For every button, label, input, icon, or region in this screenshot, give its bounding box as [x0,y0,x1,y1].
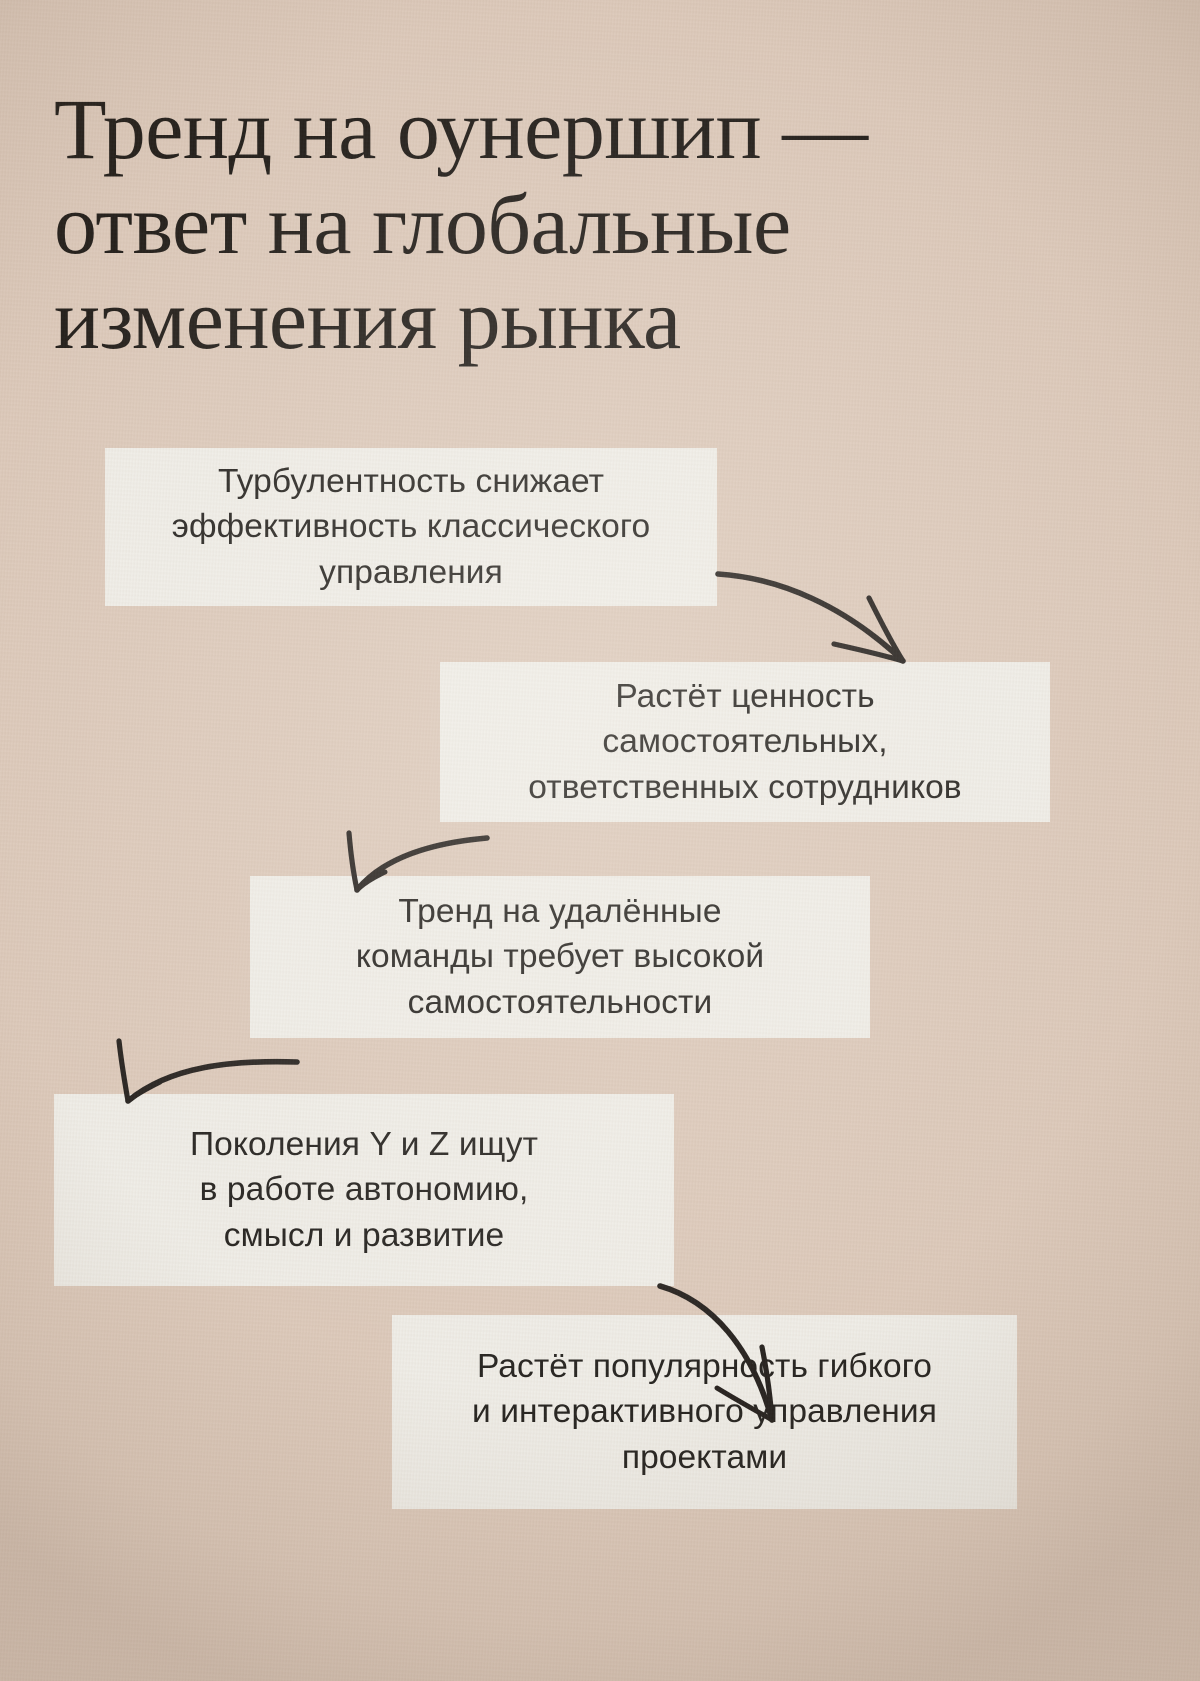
flow-step-1-text: Турбулентность снижает эффективность кла… [171,463,651,591]
flow-step-1: Турбулентность снижает эффективность кла… [105,448,717,606]
flow-step-5-text: Растёт популярность гибкого и интерактив… [472,1348,937,1476]
flow-step-4: Поколения Y и Z ищут в работе автономию,… [54,1094,674,1286]
flow-step-2: Растёт ценность самостоятельных, ответст… [440,662,1050,822]
flow-step-3-text: Тренд на удалённые команды требует высок… [355,893,765,1021]
flow-step-2-text: Растёт ценность самостоятельных, ответст… [528,678,962,806]
arrow-1-icon [715,571,906,664]
flow-step-4-text: Поколения Y и Z ищут в работе автономию,… [189,1126,539,1254]
flow-step-3: Тренд на удалённые команды требует высок… [250,876,870,1038]
arrow-3-icon [116,1038,300,1104]
flow-step-5: Растёт популярность гибкого и интерактив… [392,1315,1017,1509]
page-title: Тренд на оунершип — ответ на глобальные … [54,80,868,367]
